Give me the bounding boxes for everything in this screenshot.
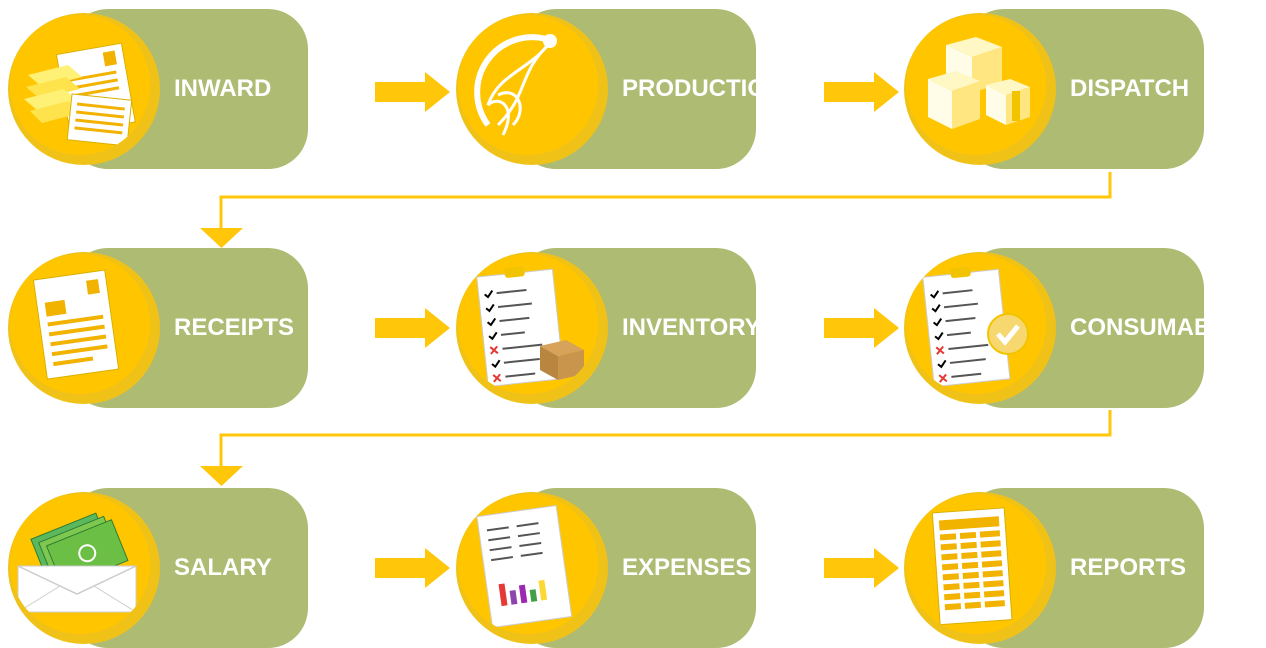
receipt-document-icon — [10, 254, 150, 394]
connector-consumables-salary — [219, 410, 1112, 468]
module-inventory[interactable]: INVENTORY — [456, 248, 761, 408]
arrow-inward-production — [375, 72, 450, 112]
arrow-receipts-inventory — [375, 308, 450, 348]
arrow-production-dispatch — [824, 72, 899, 112]
module-inward[interactable]: INWARD — [8, 9, 308, 169]
module-consumables[interactable]: CONSUMABLES — [904, 248, 1258, 408]
module-label: DISPATCH — [1070, 75, 1190, 102]
module-label: INWARD — [174, 75, 272, 102]
module-label: REPORTS — [1070, 554, 1187, 581]
spreadsheet-icon — [906, 494, 1046, 634]
module-label: INVENTORY — [622, 314, 761, 341]
arrow-inventory-consumables — [824, 308, 899, 348]
arrow-down-row3 — [200, 466, 243, 486]
module-production[interactable]: PRODUCTION — [456, 9, 783, 169]
module-reports[interactable]: REPORTS — [904, 488, 1204, 648]
spindle-icon — [458, 15, 598, 155]
module-label: RECEIPTS — [174, 314, 295, 341]
connector-dispatch-receipts — [219, 172, 1112, 230]
module-salary[interactable]: SALARY — [8, 488, 308, 648]
module-label: PRODUCTION — [622, 75, 784, 102]
module-label: EXPENSES — [622, 554, 752, 581]
module-receipts[interactable]: RECEIPTS — [8, 248, 308, 408]
module-expenses[interactable]: EXPENSES — [456, 488, 756, 648]
module-label: CONSUMABLES — [1070, 314, 1259, 341]
envelope-cash-icon — [10, 494, 150, 634]
clipboard-box-icon — [458, 254, 598, 394]
arrow-down-row2 — [200, 228, 243, 248]
clipboard-check-icon — [906, 254, 1046, 394]
letters-icon — [10, 15, 150, 155]
boxes-icon — [906, 15, 1046, 155]
arrow-salary-expenses — [375, 548, 450, 588]
arrow-expenses-reports — [824, 548, 899, 588]
module-dispatch[interactable]: DISPATCH — [904, 9, 1204, 169]
bar-chart-report-icon — [458, 494, 598, 634]
module-label: SALARY — [174, 554, 272, 581]
